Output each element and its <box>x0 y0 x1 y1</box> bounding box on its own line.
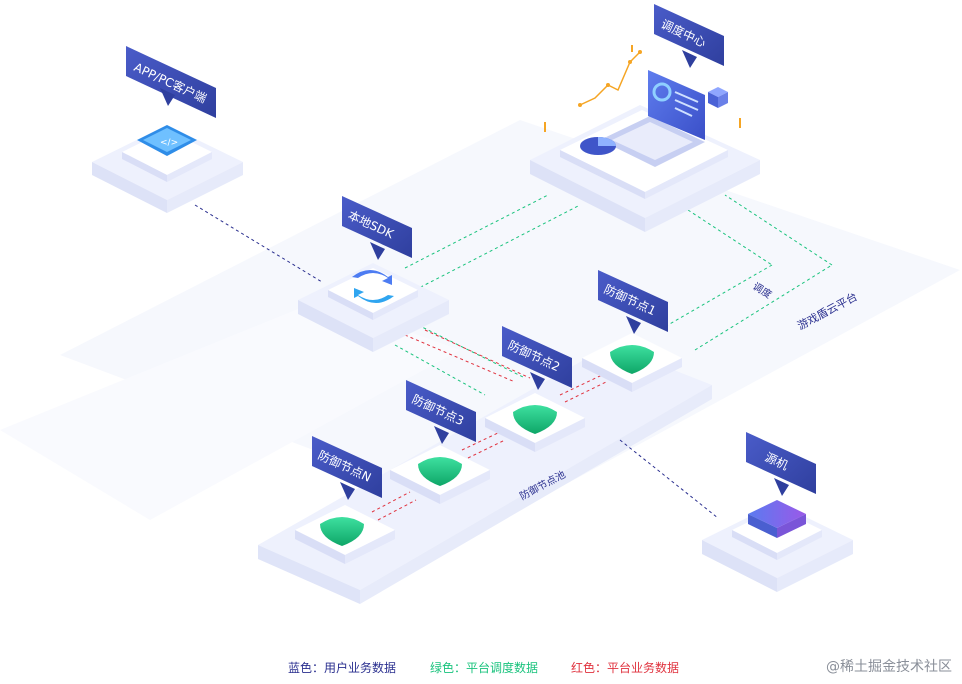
server-icon <box>748 500 806 538</box>
red-link-nodeN-node3-b <box>377 499 417 521</box>
legend-green: 绿色：平台调度数据 <box>430 661 539 675</box>
green-link-sdk-dispatch-2 <box>414 204 581 291</box>
tag-client: APP/PC客户端 <box>126 46 216 118</box>
green-link-dispatch-node1-b <box>667 264 773 326</box>
blue-link-origin <box>619 439 719 519</box>
node-pool-band <box>0 300 460 520</box>
defense-node-3 <box>390 445 490 504</box>
tag-dispatch: 调度中心 <box>654 4 724 68</box>
svg-text:</>: </> <box>160 138 178 148</box>
red-link-node2-node1-b <box>564 381 607 403</box>
red-link-node3-node2-b <box>467 439 506 459</box>
code-window-icon: </> <box>137 125 197 156</box>
red-link-nodeN-node3-a <box>371 491 411 513</box>
red-link-sdk-node2-b <box>424 329 531 379</box>
tag-node1: 防御节点1 <box>598 270 668 334</box>
shield-icon <box>320 517 364 546</box>
dispatch-center-node <box>530 45 760 232</box>
legend-blue: 蓝色：用户业务数据 <box>288 661 397 675</box>
origin-node <box>702 500 853 592</box>
defense-node-2 <box>485 393 585 452</box>
line-chart-icon <box>578 50 642 107</box>
defense-node-1 <box>582 333 682 392</box>
shield-icon <box>418 457 462 486</box>
red-link-sdk-node2-a <box>404 334 516 383</box>
green-link-sdk-node3 <box>394 344 486 396</box>
pie-chart-icon <box>580 137 616 155</box>
sdk-node <box>298 263 449 352</box>
blue-link-client-sdk <box>194 204 323 283</box>
laptop-icon <box>600 70 705 167</box>
legend-red: 红色：平台业务数据 <box>571 661 680 675</box>
green-link-dispatch-node1-a <box>687 209 773 266</box>
cube-icon <box>708 87 728 108</box>
tag-nodeN: 防御节点N <box>312 436 382 500</box>
legend: 蓝色：用户业务数据 绿色：平台调度数据 红色：平台业务数据 <box>0 659 962 675</box>
shield-icon <box>513 405 557 434</box>
red-link-node2-node1-a <box>559 374 603 396</box>
green-link-sdk-node2 <box>417 324 526 379</box>
shield-icon <box>610 345 654 374</box>
client-node: </> <box>92 125 243 213</box>
red-link-node3-node2-a <box>461 431 501 451</box>
green-link-sdk-dispatch-1 <box>404 194 549 269</box>
green-link-node1-dispatch-a <box>694 264 833 351</box>
defense-node-n <box>295 505 395 564</box>
sparkle-icons <box>544 45 741 132</box>
watermark: @稀土掘金技术社区 <box>826 659 952 675</box>
sync-arrows-icon <box>352 270 394 303</box>
connections <box>194 194 833 521</box>
tag-origin: 源机 <box>746 432 816 496</box>
